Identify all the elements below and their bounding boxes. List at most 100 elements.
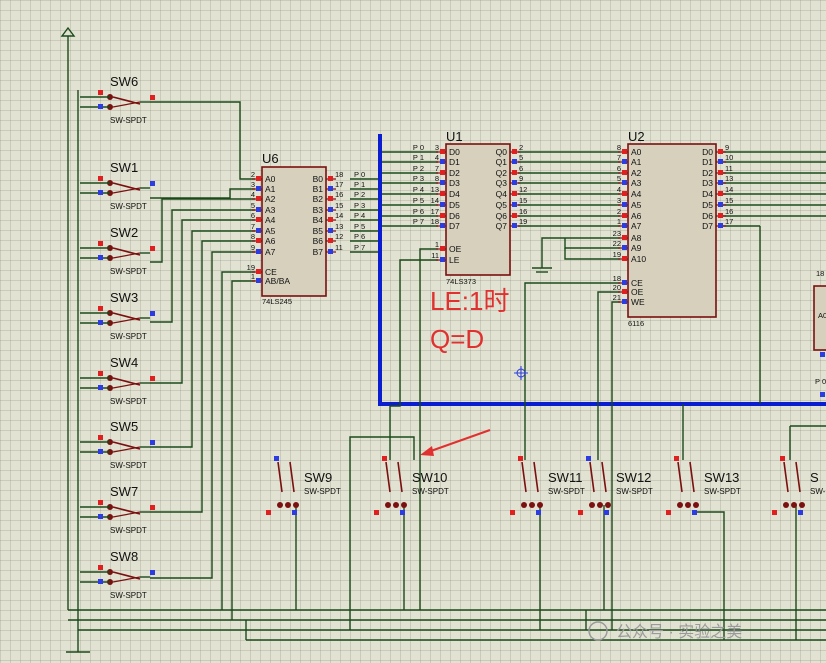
switch-lever-icon [521, 461, 527, 493]
u1-pin-label: D2 [449, 168, 460, 178]
switch-s[interactable]: SSW- [772, 456, 826, 515]
u6-to-bus-wiring [350, 151, 438, 253]
u2-pin-number: 7 [617, 153, 621, 162]
u1-part: 74LS373 [446, 277, 476, 286]
u1-pin-number: 11 [431, 251, 439, 260]
switch-terminal-icon [529, 502, 535, 508]
u6-pin-label: A3 [265, 205, 276, 215]
annotation-line2: Q=D [430, 324, 484, 354]
u2-pin-number: 10 [725, 153, 733, 162]
u6-pin-number: 7 [251, 222, 255, 231]
switch-name: SW9 [304, 470, 332, 485]
left-switch-wiring [68, 101, 826, 621]
switch-terminal-icon [677, 502, 683, 508]
u2-pin-label: D2 [702, 168, 713, 178]
u2-chip[interactable]: U2 6116 A08A17A26A35A44A53A62A71A823A922… [613, 129, 734, 328]
u6-pin-number: 17 [335, 180, 343, 189]
u6-net-label: P 5 [354, 222, 365, 231]
switch-part: SW-SPDT [110, 397, 147, 406]
switch-terminal-icon [537, 502, 543, 508]
u1-pin-label: Q3 [496, 178, 508, 188]
u2-pin-number: 21 [613, 293, 621, 302]
switch-name: SW10 [412, 470, 447, 485]
u1-pin-number: 18 [431, 217, 439, 226]
u6-pin-number: 14 [335, 211, 343, 220]
switch-terminal-icon [693, 502, 699, 508]
u2-pin-number: 20 [613, 283, 621, 292]
switch-name: SW7 [110, 484, 138, 499]
switch-part: SW-SPDT [110, 332, 147, 341]
switch-name: SW3 [110, 290, 138, 305]
u1-pin-number: 12 [519, 185, 527, 194]
u1-net-label: P 4 [413, 185, 424, 194]
u1-pin-label: D5 [449, 200, 460, 210]
u6-chip[interactable]: U6 74LS245 A02A13A24A35A46A57A68A79CE19A… [247, 151, 365, 306]
u6-pin-label: A1 [265, 184, 276, 194]
partial-chip-pin: 18 [816, 269, 824, 278]
switch-part: SW-SPDT [704, 487, 741, 496]
u1-pin-label: Q0 [496, 147, 508, 157]
u1-pin-label: OE [449, 244, 462, 254]
u2-pin-label: A10 [631, 254, 646, 264]
watermark: 公众号 · 实验之美 [588, 621, 742, 641]
u6-net-label: P 2 [354, 190, 365, 199]
switch-part: SW-SPDT [412, 487, 449, 496]
u6-pin-label: B1 [313, 184, 324, 194]
partial-chip[interactable]: 18 A0 P 0 [813, 269, 826, 397]
u1-pin-number: 1 [435, 240, 439, 249]
u6-net-label: P 0 [354, 170, 365, 179]
switch-lever-icon [677, 461, 683, 493]
switch-terminal-icon [277, 502, 283, 508]
u6-part: 74LS245 [262, 297, 292, 306]
u2-pin-label: D5 [702, 200, 713, 210]
switch-lever-icon [277, 461, 283, 493]
switch-terminal-icon [385, 502, 391, 508]
u2-pin-label: OE [631, 287, 644, 297]
u1-pin-label: D4 [449, 189, 460, 199]
switch-terminal-icon [685, 502, 691, 508]
u6-net-label: P 6 [354, 232, 365, 241]
switch-terminal-icon [783, 502, 789, 508]
u2-pin-label: A3 [631, 178, 642, 188]
u2-pin-number: 5 [617, 174, 621, 183]
u2-pin-label: D6 [702, 211, 713, 221]
u6-pin-number: 1 [251, 272, 255, 281]
u6-ref: U6 [262, 151, 279, 166]
u2-pin-label: A0 [631, 147, 642, 157]
switch-part: SW-SPDT [110, 526, 147, 535]
switch-terminal-icon [589, 502, 595, 508]
u1-pin-label: Q6 [496, 211, 508, 221]
switch-terminal-icon [393, 502, 399, 508]
u1-pin-label: D1 [449, 157, 460, 167]
u6-pin-number: 18 [335, 170, 343, 179]
u2-pin-label: A9 [631, 243, 642, 253]
switch-terminal-icon [401, 502, 407, 508]
u2-pin-number: 18 [613, 274, 621, 283]
u1-net-label: P 7 [413, 217, 424, 226]
switch-name: SW5 [110, 419, 138, 434]
u1-net-label: P 5 [413, 196, 424, 205]
u6-pin-label: B0 [313, 174, 324, 184]
supply-rails [60, 26, 826, 653]
u1-pin-number: 9 [519, 174, 523, 183]
